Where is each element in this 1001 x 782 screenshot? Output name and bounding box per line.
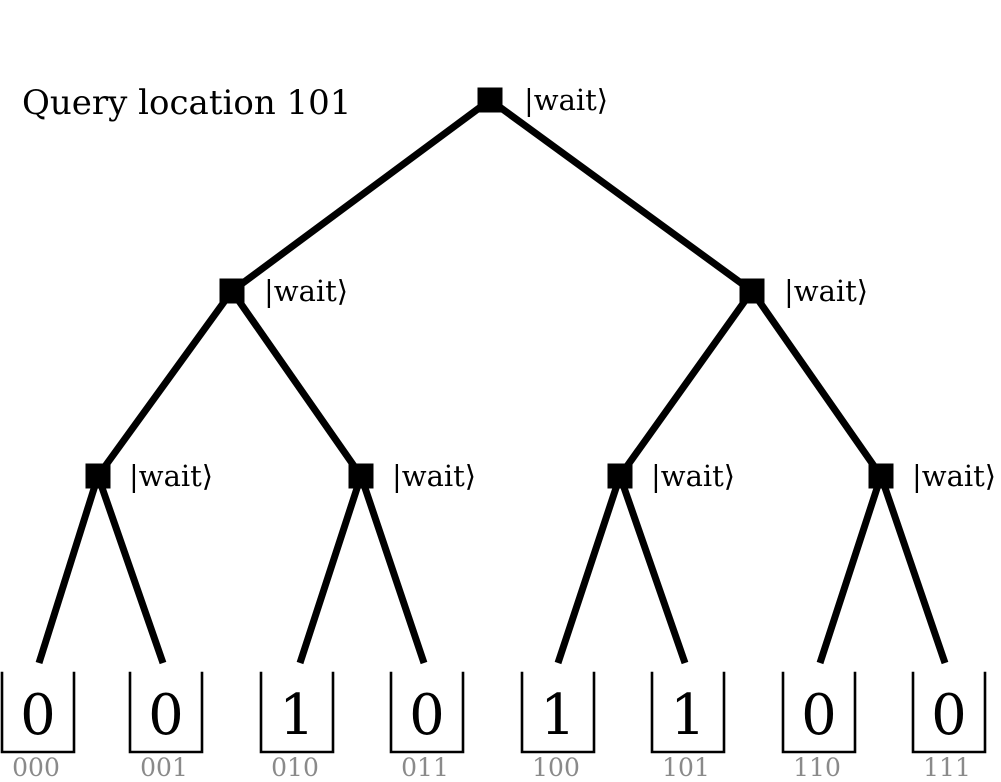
leaf-index-011: 011 (401, 753, 449, 782)
node-state-label-n-00: |wait⟩ (129, 459, 213, 493)
tree-edge-n-0-to-n-01 (229, 288, 364, 479)
node-state-label-root: |wait⟩ (524, 83, 608, 117)
leaf-index-010: 010 (271, 753, 319, 782)
node-state-label-n-11: |wait⟩ (912, 459, 996, 493)
leaf-box-101[interactable] (650, 671, 726, 754)
leaf-value-100: 1 (540, 683, 576, 748)
leaf-index-101: 101 (662, 753, 710, 782)
leaf-index-111: 111 (923, 753, 971, 782)
node-state-label-n-1: |wait⟩ (784, 274, 868, 308)
tree-node-n-11[interactable] (868, 463, 894, 489)
leaf-box-010[interactable] (259, 671, 335, 754)
tree-edge-n-10-to-leaf-101 (616, 474, 689, 665)
leaf-index-000: 000 (12, 753, 60, 782)
leaf-value-111: 0 (931, 683, 967, 748)
leaf-value-011: 0 (409, 683, 445, 748)
leaf-box-100[interactable] (520, 671, 596, 754)
leaf-index-110: 110 (793, 753, 841, 782)
leaf-box-111[interactable] (911, 671, 987, 754)
tree-edge-n-1-to-n-10 (617, 288, 755, 479)
leaf-box-001[interactable] (128, 671, 204, 754)
leaf-box-011[interactable] (389, 671, 465, 754)
tree-node-n-00[interactable] (85, 463, 111, 489)
leaf-value-000: 0 (20, 683, 56, 748)
leaf-box-110[interactable] (781, 671, 857, 754)
tree-node-n-1[interactable] (739, 278, 765, 304)
leaf-value-010: 1 (279, 683, 315, 748)
tree-node-n-01[interactable] (348, 463, 374, 489)
tree-edge-root-to-n-0 (229, 97, 493, 294)
tree-edge-n-11-to-leaf-111 (877, 474, 949, 665)
tree-node-n-0[interactable] (219, 278, 245, 304)
tree-edge-n-0-to-n-00 (95, 288, 235, 479)
node-state-label-n-01: |wait⟩ (392, 459, 476, 493)
tree-edges-group (35, 97, 949, 665)
leaf-index-100: 100 (532, 753, 580, 782)
tree-nodes-group: |wait⟩ |wait⟩ |wait⟩ |wait⟩ |wait⟩ |wait⟩ |wai… (85, 83, 996, 493)
tree-edge-n-00-to-leaf-001 (94, 474, 167, 665)
page-title: Query location 101 (22, 83, 351, 123)
tree-edge-n-10-to-leaf-100 (554, 474, 624, 665)
tree-edge-n-1-to-n-11 (749, 288, 884, 479)
leaf-value-001: 0 (148, 683, 184, 748)
tree-edge-root-to-n-1 (487, 97, 755, 294)
leaf-index-001: 001 (140, 753, 188, 782)
leaf-box-000[interactable] (0, 671, 76, 754)
tree-node-root[interactable] (477, 87, 503, 113)
leaf-value-110: 0 (801, 683, 837, 748)
tree-edge-n-11-to-leaf-110 (816, 474, 885, 665)
tree-edge-n-01-to-leaf-010 (296, 474, 365, 665)
tree-node-n-10[interactable] (607, 463, 633, 489)
node-state-label-n-10: |wait⟩ (651, 459, 735, 493)
node-state-label-n-0: |wait⟩ (264, 274, 348, 308)
leaf-value-101: 1 (670, 683, 706, 748)
tree-edge-n-01-to-leaf-011 (357, 474, 428, 665)
tree-edge-n-00-to-leaf-000 (35, 474, 102, 665)
